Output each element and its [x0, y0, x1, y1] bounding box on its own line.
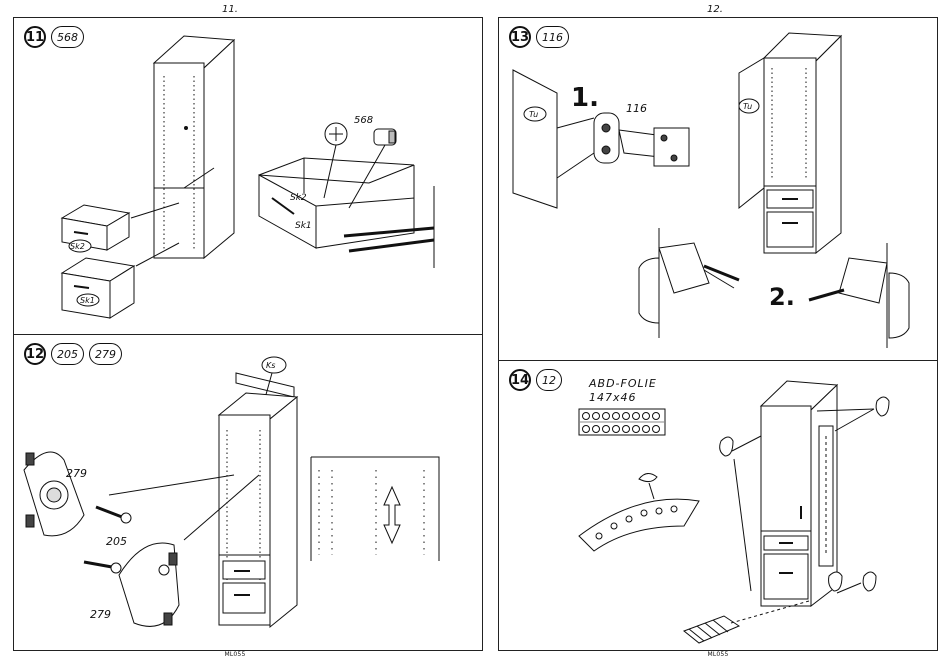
foil-size: 147x46 — [589, 391, 637, 404]
step-12-illustration: Ks — [14, 335, 484, 653]
screw-label: 205 — [106, 535, 127, 548]
door-left-label: Tu — [529, 110, 538, 119]
panel-step-12: 12 205 279 Ks — [14, 334, 482, 652]
connector-279-bottom: 279 — [90, 543, 179, 626]
hinge-label: 116 — [626, 102, 647, 115]
cabinet-13: Tu — [739, 33, 841, 253]
pad-stack — [684, 601, 809, 643]
page-number-left: 11. — [200, 4, 260, 15]
page-number-right: 12. — [685, 4, 745, 15]
panel-step-14: 14 12 ABD-FOLIE 147x46 — [499, 360, 937, 652]
ks-label: Ks — [266, 361, 275, 370]
step-11-illustration: Sk2 Sk1 568 — [14, 18, 484, 334]
hinge-adjust-left — [639, 228, 739, 338]
foil-peel — [579, 473, 699, 551]
drawer-detail: Sk2 Sk1 — [259, 145, 434, 268]
stage-2-label: 2. — [769, 283, 795, 311]
page-right: 13 116 Tu 1. 116 — [498, 17, 938, 651]
drawer-top-label: Sk2 — [70, 242, 85, 251]
cabinet-12 — [219, 393, 297, 627]
fitting-568: 568 — [325, 115, 396, 145]
cabinet-14 — [761, 381, 837, 606]
page-left: 11 568 Sk2 — [13, 17, 483, 651]
step-14-illustration: ABD-FOLIE 147x46 — [499, 361, 939, 653]
foil-name: ABD-FOLIE — [588, 377, 657, 390]
drawer-sk2: Sk2 — [62, 205, 129, 252]
stage-1-label: 1. — [571, 83, 599, 113]
foil-sheet — [579, 409, 665, 435]
connector-top-label: 279 — [66, 467, 87, 480]
panel-step-11: 11 568 Sk2 — [14, 18, 482, 334]
hinge-adjust-right — [809, 243, 909, 348]
fitting-label: 568 — [354, 115, 373, 126]
door-right-label: Tu — [743, 102, 752, 111]
panel-step-13: 13 116 Tu 1. 116 — [499, 18, 937, 360]
drawer-sk1: Sk1 — [62, 258, 134, 318]
step-13-illustration: Tu 1. 116 Tu — [499, 18, 939, 360]
drawer-bottom-label: Sk1 — [80, 296, 95, 305]
shelf-pin-detail — [311, 457, 439, 561]
screw-205: 205 — [84, 507, 131, 573]
page-footer-left: ML055 — [205, 651, 265, 658]
tall-cabinet — [154, 36, 234, 258]
detail-top-label: Sk2 — [290, 193, 307, 203]
connector-279-top: 279 — [24, 452, 87, 536]
detail-bottom-label: Sk1 — [295, 221, 312, 231]
connector-bottom-label: 279 — [90, 608, 111, 621]
page-footer-right: ML055 — [688, 651, 748, 658]
hinge-116 — [594, 113, 689, 166]
